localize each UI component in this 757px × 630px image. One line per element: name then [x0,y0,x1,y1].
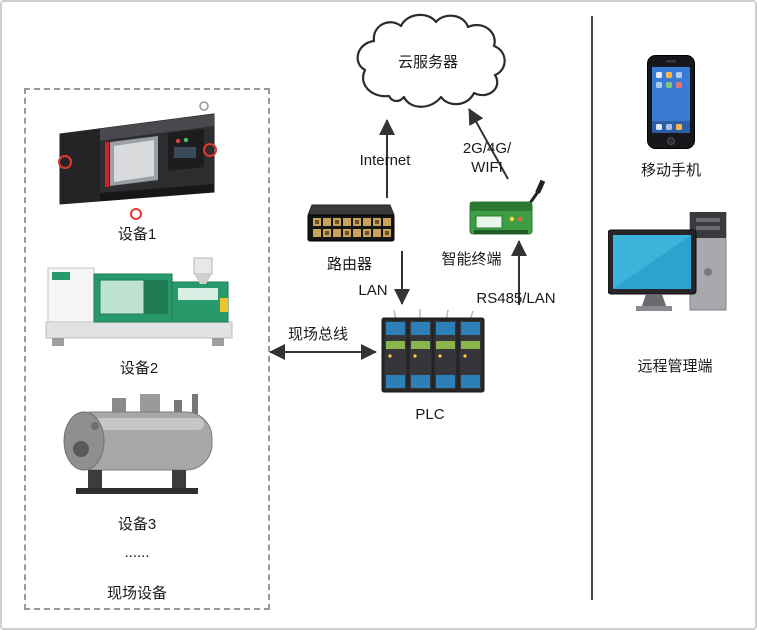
fieldbus-label: 现场总线 [287,326,348,343]
cloud-server-icon [356,13,506,108]
mobile-phone-body [647,55,695,149]
device2-label: 设备2 [119,360,159,377]
injection-molding-machine-body [45,257,233,346]
cellular-link-label-line1: 2G/4G/ [462,140,512,157]
boiler-body [63,394,213,494]
cnc-machine-body [59,113,215,205]
router-image [307,204,395,242]
plc-label: PLC [415,406,445,423]
smart-terminal-body [469,180,546,235]
annotation-circles [58,101,217,220]
cnc-machine-image [58,101,217,220]
cloud-server-label: 云服务器 [397,54,458,71]
remote-management-label: 远程管理端 [637,358,713,375]
plc-image [381,309,485,393]
router-body [307,204,395,242]
smart-terminal-image [469,180,546,235]
mobile-phone-image [647,55,695,149]
mobile-phone-label: 移动手机 [640,162,701,179]
devices-ellipsis: ...... [124,544,150,561]
desktop-computer-body [608,212,727,311]
cellular-link-label: 2G/4G/ WIFI [452,140,522,178]
field-devices-group-box [24,88,270,610]
internet-link-label: Internet [359,152,411,169]
smart-terminal-label: 智能终端 [441,251,502,268]
device1-label: 设备1 [117,226,157,243]
rs485-link-label: RS485/LAN [476,290,556,307]
field-devices-group-label: 现场设备 [106,585,167,602]
cellular-link-label-line2: WIFI [471,158,503,176]
device3-label: 设备3 [117,516,157,533]
desktop-computer-image [608,212,727,311]
router-label: 路由器 [326,256,372,273]
boiler-image [63,394,213,494]
lan-link-label: LAN [358,282,388,299]
plc-body [381,309,485,393]
injection-molding-machine-image [45,257,233,346]
